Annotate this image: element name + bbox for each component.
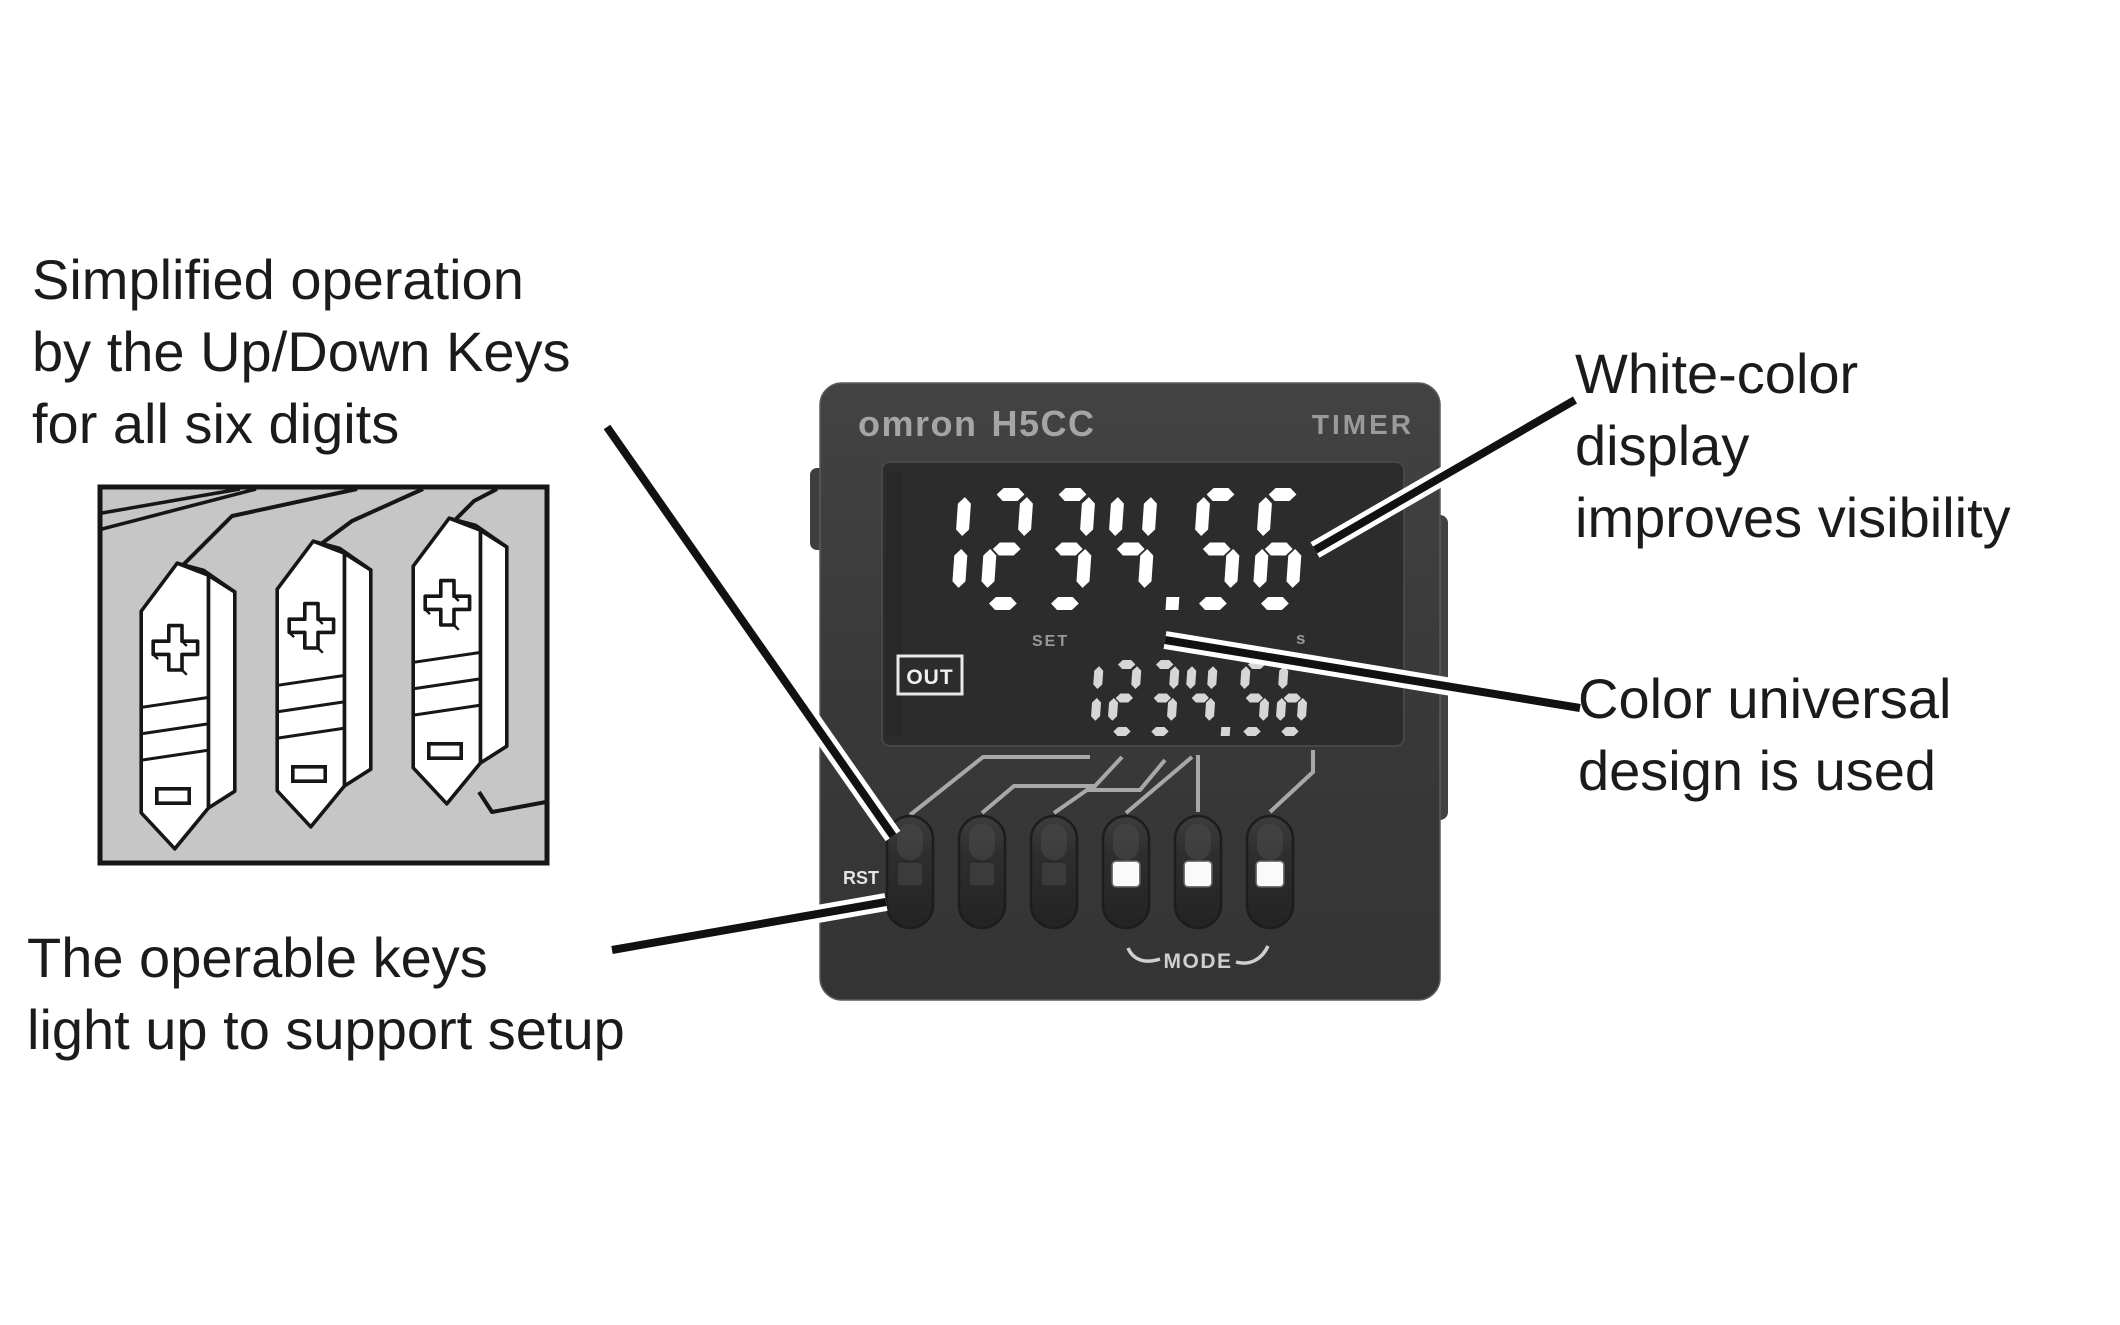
annotation-line: The operable keys: [27, 926, 488, 989]
annotation-line: design is used: [1578, 739, 1937, 802]
rst-label: RST: [843, 868, 879, 888]
device-key-mode-key-2[interactable]: [1173, 814, 1223, 930]
unlit-key-window: [896, 861, 924, 887]
leader-line-4: [1164, 636, 1581, 712]
trace-4: [1124, 755, 1194, 815]
annotation-right-bottom: Color universal design is used: [1578, 663, 1952, 807]
display-left-shade: [886, 472, 902, 736]
leader-line-2: [611, 898, 887, 954]
unit-indicator: s: [1296, 629, 1305, 648]
annotation-line: Color universal: [1578, 667, 1952, 730]
device-key-mode-key-3[interactable]: [1245, 814, 1295, 930]
annotation-line: display: [1575, 414, 1750, 477]
mode-swoosh-left: [1126, 947, 1161, 963]
trace-6: [1268, 750, 1315, 814]
annotation-right-top: White-color display improves visibility: [1575, 338, 2011, 554]
main-display: [952, 488, 1302, 610]
unlit-key-window: [1040, 861, 1068, 887]
annotation-line: White-color: [1575, 342, 1859, 405]
out-indicator-label: OUT: [906, 666, 953, 689]
mode-label-group: MODE: [1126, 945, 1270, 973]
leader-line-3: [1313, 396, 1577, 554]
annotation-bottom-left: The operable keys light up to support se…: [27, 922, 625, 1066]
leader-line-1: [603, 424, 897, 839]
type-label: TIMER: [1312, 409, 1414, 440]
lit-key-window: [1111, 860, 1141, 888]
timer-device: omron H5CC TIMER SET s OUT: [810, 382, 1448, 1001]
key-wire-2: [319, 487, 424, 546]
leader-lines: [599, 392, 1582, 959]
device-key-mode-key-1[interactable]: [1101, 814, 1151, 930]
display-window: [881, 461, 1405, 747]
key-wire-3: [454, 487, 498, 521]
brand-omron: omron: [858, 403, 978, 444]
device-key-key-2[interactable]: [957, 814, 1007, 930]
annotation-line: for all six digits: [32, 392, 400, 455]
brand-text: omron H5CC: [858, 403, 1096, 444]
lit-key-window: [1255, 860, 1285, 888]
device-key-rst-key[interactable]: [885, 814, 935, 930]
annotation-line: light up to support setup: [27, 998, 625, 1061]
out-indicator-box: [896, 654, 964, 696]
buttons-group: [885, 814, 1295, 930]
annotation-top-left: Simplified operation by the Up/Down Keys…: [32, 244, 570, 460]
key-wire-4: [477, 790, 547, 814]
key-wire-1: [180, 487, 358, 568]
panel-edge-lines: [101, 487, 257, 531]
mode-swoosh-right: [1235, 945, 1270, 965]
mode-label: MODE: [1164, 950, 1233, 973]
lit-key-window: [1183, 860, 1213, 888]
annotation-line: improves visibility: [1575, 486, 2011, 549]
unlit-key-window: [968, 861, 996, 887]
set-label: SET: [1032, 633, 1069, 650]
device-key-key-3[interactable]: [1029, 814, 1079, 930]
annotation-line: Simplified operation: [32, 248, 524, 311]
set-value-display: [1091, 660, 1308, 736]
brand-model: H5CC: [992, 403, 1096, 444]
trace-1: [908, 755, 1090, 817]
trace-2: [980, 755, 1124, 815]
updown-keys-illustration: [97, 484, 550, 866]
key-digit-traces: [908, 750, 1315, 817]
annotation-line: by the Up/Down Keys: [32, 320, 571, 383]
trace-3: [1052, 758, 1167, 815]
